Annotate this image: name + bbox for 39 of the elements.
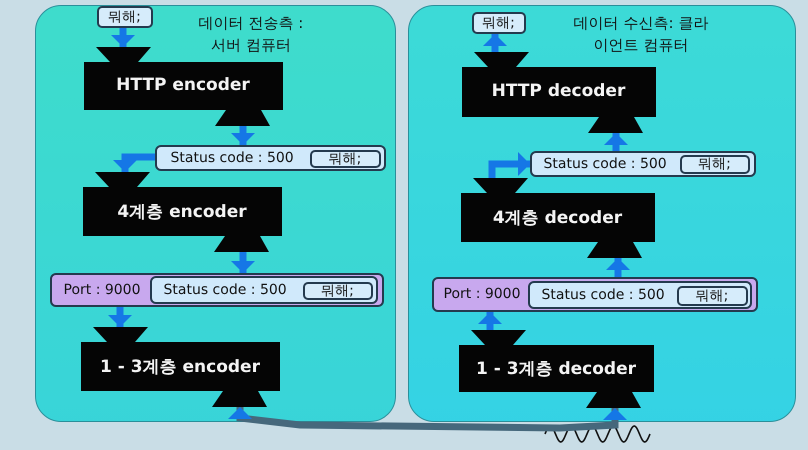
computer-panel	[35, 5, 396, 422]
arrow	[111, 28, 135, 47]
message-box: 뭐해;	[302, 282, 372, 300]
message-box: 뭐해;	[676, 286, 748, 306]
panel-title: 데이터 수신측: 클라이언트 컴퓨터	[572, 13, 710, 56]
arrow	[108, 307, 132, 327]
message-box: 뭐해;	[310, 150, 380, 168]
packet-label: Status code : 500	[544, 156, 667, 172]
arrow	[231, 126, 255, 145]
block-label: 4계층 encoder	[116, 201, 248, 223]
message-box: 뭐해;	[680, 154, 750, 174]
block-label: 1 - 3계층 decoder	[474, 358, 637, 380]
block-label: 1 - 3계층 encoder	[99, 356, 261, 378]
arrow	[606, 258, 630, 277]
packet-box	[150, 276, 378, 304]
packet-label: Port : 9000	[64, 282, 140, 298]
arrow	[488, 152, 530, 178]
packet-box	[50, 272, 384, 306]
packet-label: Port : 9000	[444, 286, 520, 302]
block-label: 4계층 decoder	[492, 207, 624, 229]
packet-label: Status code : 500	[542, 286, 665, 302]
packet-box	[530, 150, 756, 176]
block-label: HTTP encoder	[115, 74, 251, 94]
arrow	[228, 407, 627, 432]
packet-label: Status code : 500	[164, 282, 287, 298]
arrow	[113, 154, 155, 172]
packet-box	[154, 144, 386, 170]
arrow	[231, 252, 255, 273]
block-label: HTTP decoder	[490, 80, 626, 100]
arrow	[483, 34, 507, 52]
message-box: 뭐해;	[96, 6, 152, 28]
packet-box	[528, 280, 752, 308]
packet-box	[432, 276, 758, 312]
panel-title: 데이터 전송측 : 서버 컴퓨터	[198, 13, 304, 56]
packet-label: Status code : 500	[170, 150, 294, 166]
arrow	[604, 133, 628, 151]
computer-panel	[408, 5, 796, 422]
message-box: 뭐해;	[472, 12, 526, 34]
arrow	[478, 312, 502, 330]
